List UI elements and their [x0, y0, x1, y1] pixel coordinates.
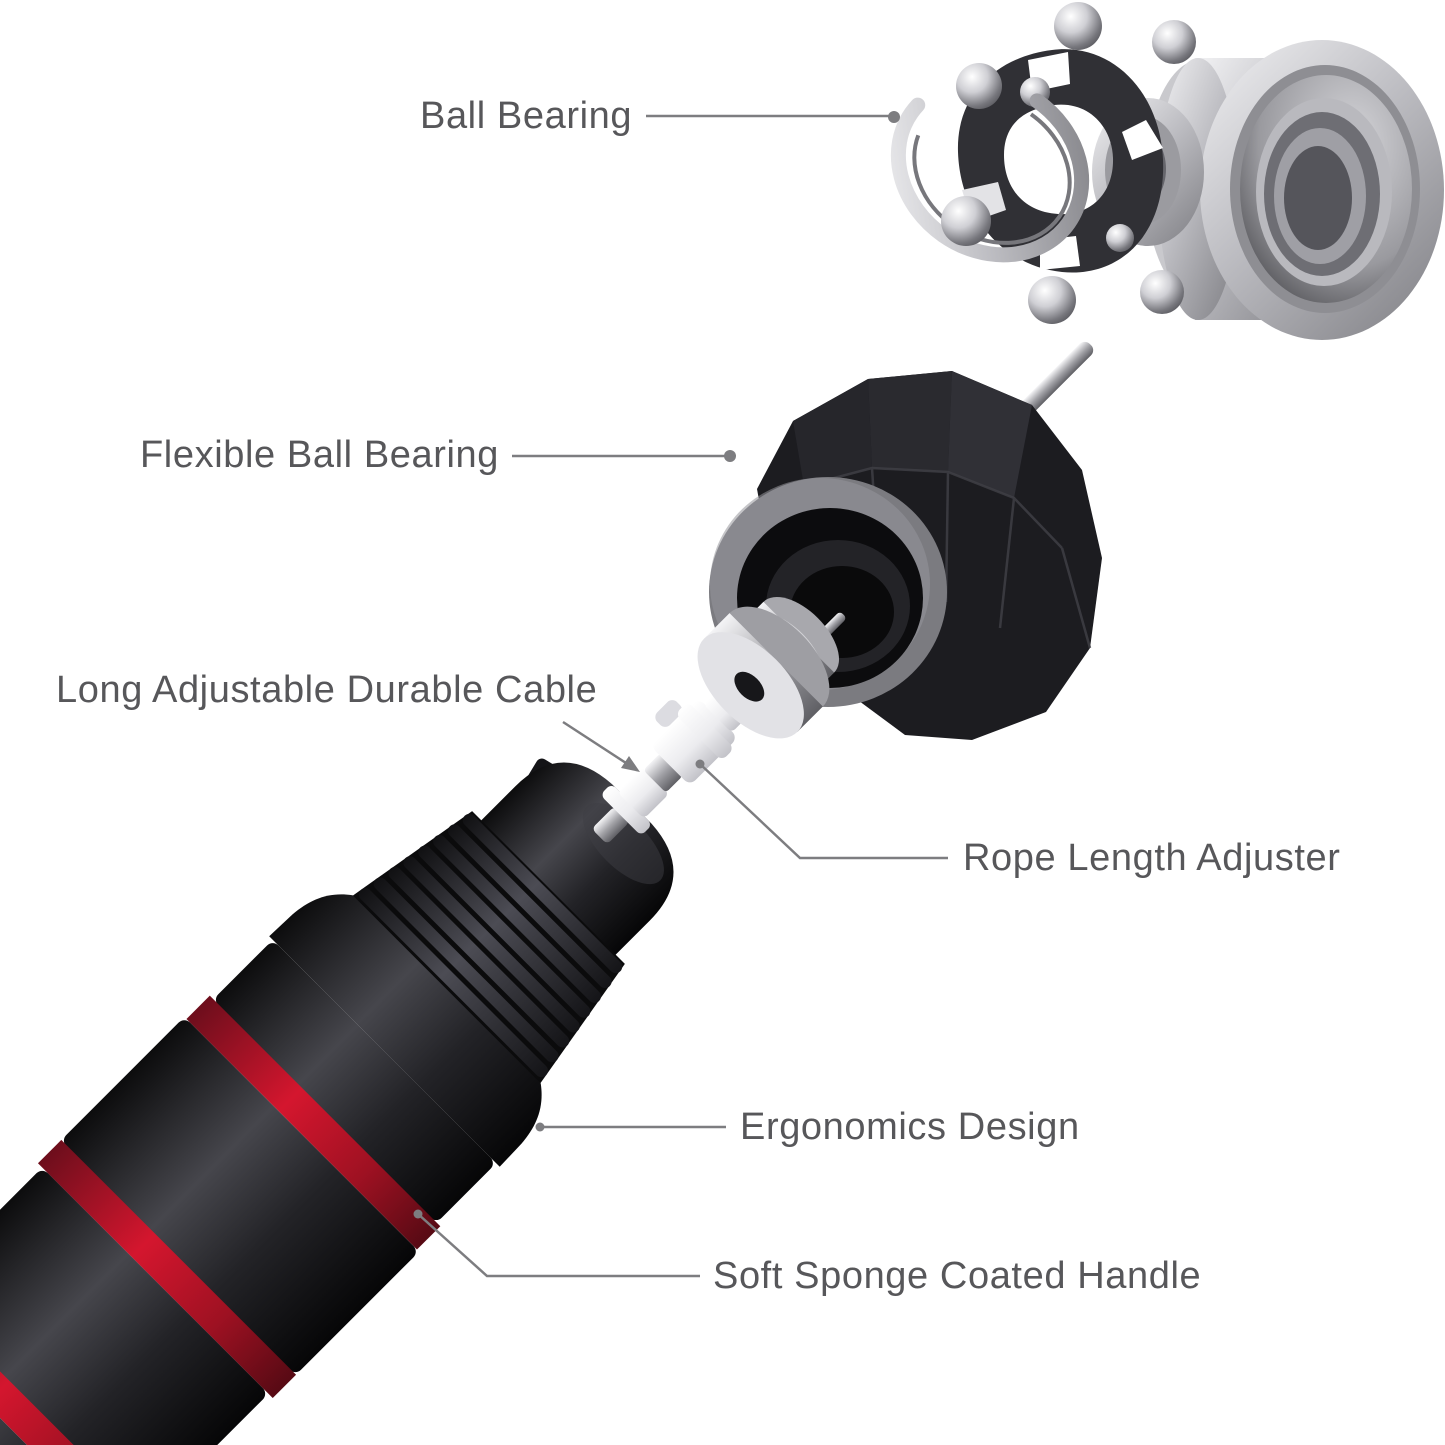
handle-red-stripe — [0, 1288, 148, 1445]
label-rope-length-adjuster: Rope Length Adjuster — [963, 837, 1341, 879]
bearing-ball — [1028, 276, 1076, 324]
ball-bearing-assembly-illustration — [890, 2, 1444, 340]
bearing-ball — [1054, 2, 1102, 50]
leader-lines — [417, 114, 948, 1278]
cable-pin — [593, 808, 628, 843]
label-long-adjustable-durable-cable: Long Adjustable Durable Cable — [56, 669, 598, 711]
handle-foam-segment — [0, 1170, 266, 1445]
leader-anchors — [413, 111, 900, 1219]
handle-foam-segment — [63, 1020, 416, 1373]
label-flexible-ball-bearing: Flexible Ball Bearing — [140, 434, 499, 476]
bearing-balls — [941, 2, 1196, 324]
cap-facet — [868, 371, 952, 472]
handle-bell — [269, 894, 542, 1167]
bearing-ball — [941, 196, 991, 246]
leader-cable — [562, 720, 627, 765]
leader-dot — [535, 1122, 545, 1132]
label-ball-bearing: Ball Bearing — [420, 95, 633, 137]
leader-dot — [888, 111, 900, 123]
cap-facet — [793, 379, 872, 486]
washer-stack — [697, 597, 839, 739]
rope-length-adjuster-body — [602, 684, 752, 834]
bearing-ball — [956, 63, 1002, 109]
cap-facet — [948, 371, 1032, 498]
leader-soft-sponge — [417, 1213, 700, 1278]
label-soft-sponge-coated-handle: Soft Sponge Coated Handle — [713, 1255, 1202, 1297]
handle-threads — [351, 811, 625, 1085]
handle-foam-segment — [215, 943, 493, 1221]
leader-dot — [724, 450, 736, 462]
leader-dot — [695, 759, 705, 769]
bearing-ball — [1140, 270, 1184, 314]
leader-rope-length-adjuster — [699, 763, 948, 860]
handle-red-stripe — [186, 995, 441, 1250]
bearing-ball — [1152, 20, 1196, 64]
handle-red-stripe — [37, 1139, 297, 1399]
leader-dot — [413, 1209, 423, 1219]
leader-arrowhead — [621, 756, 640, 772]
label-ergonomics-design: Ergonomics Design — [740, 1106, 1080, 1148]
